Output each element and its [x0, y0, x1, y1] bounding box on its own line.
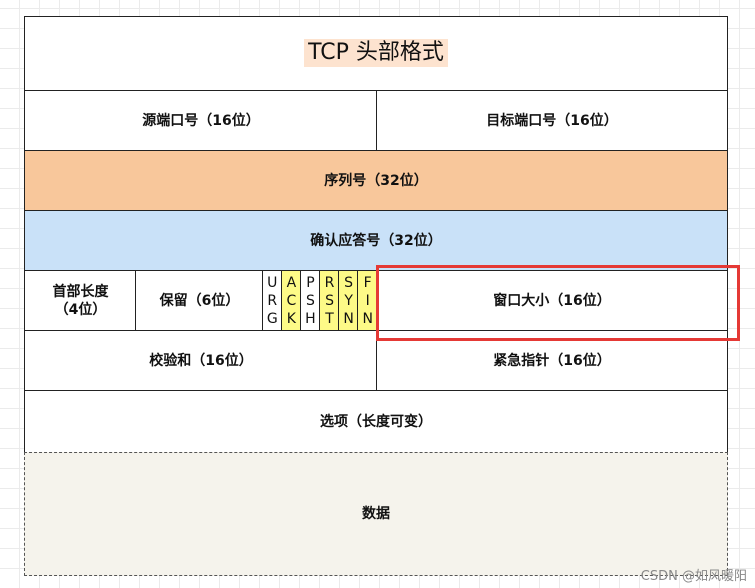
flag-letter: N — [343, 311, 354, 327]
flag-letter: F — [363, 275, 372, 291]
destination-port-field: 目标端口号（16位） — [376, 90, 728, 152]
flag-letter: U — [267, 275, 278, 291]
flag-letter: S — [325, 293, 334, 309]
options-field: 选项（长度可变） — [24, 390, 728, 454]
flag-letter: C — [286, 293, 297, 309]
diagram-title: TCP 头部格式 — [304, 39, 448, 67]
reserved-field: 保留（6位） — [135, 270, 264, 332]
flag-letter: A — [286, 275, 297, 291]
sequence-number-field: 序列号（32位） — [24, 150, 728, 212]
data-label: 数据 — [362, 506, 390, 522]
flag-letter: K — [286, 311, 296, 327]
title-area: TCP 头部格式 — [24, 16, 728, 90]
options-label: 选项（长度可变） — [320, 414, 432, 430]
window-size-label: 窗口大小（16位） — [493, 293, 611, 309]
flag-letter: S — [306, 293, 315, 309]
header-length-field: 首部长度 （4位） — [24, 270, 137, 332]
checksum-label: 校验和（16位） — [149, 353, 253, 369]
data-field: 数据 — [24, 452, 728, 576]
watermark: CSDN @如风暖阳 — [640, 569, 747, 584]
flag-letter: R — [267, 293, 278, 309]
flag-letter: H — [305, 311, 316, 327]
urgent-pointer-label: 紧急指针（16位） — [493, 353, 611, 369]
flag-letter: S — [344, 275, 354, 291]
sequence-number-label: 序列号（32位） — [324, 173, 428, 189]
flag-letter: R — [324, 275, 335, 291]
header-length-bits: （4位） — [54, 302, 107, 318]
flag-letter: N — [362, 311, 373, 327]
header-length-label: 首部长度 — [52, 284, 109, 300]
flag-letter: T — [325, 311, 334, 327]
urgent-pointer-field: 紧急指针（16位） — [376, 330, 728, 392]
ack-number-label: 确认应答号（32位） — [310, 233, 442, 249]
flag-letter: G — [266, 311, 278, 327]
flag-letter: Y — [344, 293, 353, 309]
checksum-field: 校验和（16位） — [24, 330, 378, 392]
flag-letter: P — [306, 275, 315, 291]
window-size-field: 窗口大小（16位） — [376, 270, 728, 332]
source-port-field: 源端口号（16位） — [24, 90, 378, 152]
reserved-label: 保留（6位） — [159, 293, 240, 309]
ack-number-field: 确认应答号（32位） — [24, 210, 728, 272]
source-port-label: 源端口号（16位） — [142, 113, 260, 129]
destination-port-label: 目标端口号（16位） — [486, 113, 618, 129]
flag-letter: I — [365, 293, 370, 309]
